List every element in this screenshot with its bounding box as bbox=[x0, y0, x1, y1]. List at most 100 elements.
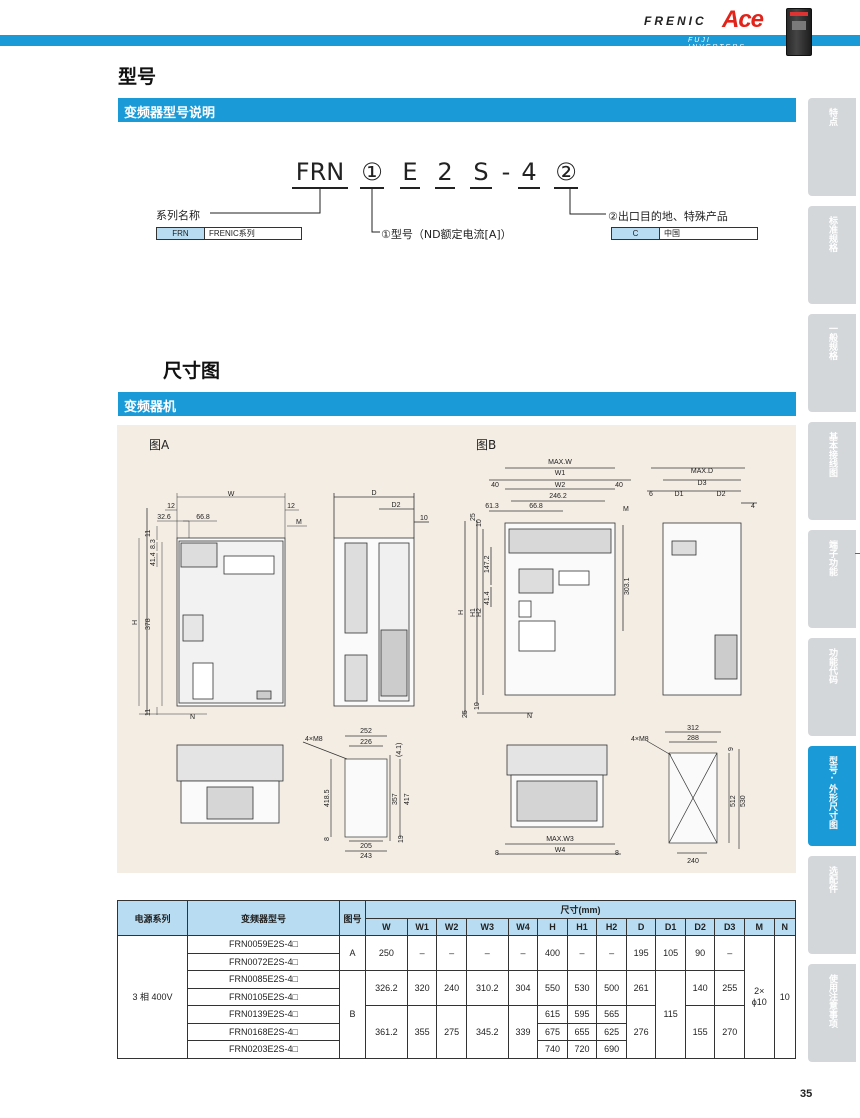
dim-a-left12: 12 bbox=[167, 503, 175, 510]
dim-b-2462: 246.2 bbox=[549, 493, 567, 500]
th-dims: 尺寸(mm) bbox=[365, 900, 796, 919]
dim-a-w: W bbox=[228, 491, 235, 498]
fig-a-front bbox=[146, 508, 286, 715]
tab-terminals[interactable]: 端子功能 bbox=[808, 530, 856, 628]
dim-b-512: 512 bbox=[730, 795, 737, 807]
cell-w4: – bbox=[507, 935, 539, 971]
code-e: E bbox=[400, 158, 420, 189]
cell-w: 250 bbox=[365, 935, 408, 971]
code-2: 2 bbox=[435, 158, 455, 189]
cell-fig-a: A bbox=[339, 935, 366, 971]
tab-function-codes[interactable]: 功能代码 bbox=[808, 638, 856, 736]
cell-h1: – bbox=[566, 935, 598, 971]
dim-b-h: H bbox=[458, 610, 465, 615]
cell-d3: – bbox=[714, 935, 745, 971]
tab-options[interactable]: 选配件 bbox=[808, 856, 856, 954]
dim-a-h: H bbox=[132, 620, 139, 625]
dim-b-40a: 40 bbox=[491, 482, 499, 489]
cell-h: 740 bbox=[537, 1040, 568, 1059]
cell-model: FRN0168E2S-4□ bbox=[187, 1022, 340, 1041]
th-power: 电源系列 bbox=[117, 900, 188, 936]
cell-h: 550 bbox=[537, 970, 568, 1006]
table-row: FRN0085E2S-4□ B 326.2 320 240 310.2 304 … bbox=[118, 970, 796, 1059]
dim-a-v11: 11 bbox=[145, 530, 152, 537]
inverter-product-image bbox=[786, 8, 812, 56]
dim-a-205: 205 bbox=[360, 843, 372, 850]
tab-model-dimensions[interactable]: 型号·外形尺寸图 bbox=[808, 746, 856, 846]
cell-d: 195 bbox=[625, 935, 657, 971]
dim-b-288: 288 bbox=[687, 735, 699, 742]
dim-a-m: M bbox=[296, 519, 302, 526]
dim-a-357: 357 bbox=[392, 793, 399, 805]
th-col-w1: W1 bbox=[406, 917, 438, 936]
dim-b-d6: 6 bbox=[649, 491, 653, 498]
dim-b-668: 66.8 bbox=[529, 503, 543, 510]
cell-w1: – bbox=[406, 935, 438, 971]
table-row: FRN0168E2S-4□ 675 655 625 bbox=[118, 1022, 796, 1041]
code-s: S bbox=[470, 158, 492, 189]
cell-w1: 355 bbox=[406, 1005, 438, 1059]
cell-w4: 339 bbox=[507, 1005, 539, 1059]
tab-standard-specs[interactable]: 标准规格 bbox=[808, 206, 856, 304]
dimension-spec-table: 电源系列 变频器型号 图号 尺寸(mm) W W1 W2 W3 W4 H H1 … bbox=[117, 900, 797, 1059]
tab-features[interactable]: 特点 bbox=[808, 98, 856, 196]
th-col-h1: H1 bbox=[566, 917, 598, 936]
dim-b-maxw3: MAX.W3 bbox=[546, 836, 574, 843]
model-code-leaders bbox=[210, 188, 606, 233]
dim-b-v10: 10 bbox=[476, 519, 483, 527]
cell-w1: 320 bbox=[406, 970, 438, 1006]
dim-a-668: 66.8 bbox=[196, 514, 210, 521]
th-col-w: W bbox=[365, 917, 408, 936]
cell-w3: 345.2 bbox=[465, 1005, 509, 1059]
cell-d2: 140 bbox=[684, 970, 716, 1006]
dim-b-3031: 303.1 bbox=[624, 577, 631, 595]
brand-name: Ace bbox=[722, 6, 764, 33]
cell-h: 675 bbox=[537, 1022, 568, 1041]
cell-w3: – bbox=[465, 935, 509, 971]
dim-b-maxw: MAX.W bbox=[548, 459, 572, 466]
series-value: FRENIC系列 bbox=[209, 229, 255, 238]
th-col-d2: D2 bbox=[684, 917, 716, 936]
destination-key: C bbox=[612, 228, 660, 239]
cell-h2: 690 bbox=[596, 1040, 627, 1059]
cell-w4: 304 bbox=[507, 970, 539, 1006]
section-title-dimensions: 尺寸图 bbox=[163, 360, 221, 382]
cell-model: FRN0139E2S-4□ bbox=[187, 1005, 340, 1024]
dim-a-226: 226 bbox=[360, 739, 372, 746]
th-col-w4: W4 bbox=[507, 917, 539, 936]
dim-b-v25b: 25 bbox=[462, 710, 469, 718]
tab-marker bbox=[855, 553, 860, 554]
series-name-label: 系列名称 bbox=[156, 209, 200, 222]
figure-a-label: 图A bbox=[149, 438, 170, 452]
cell-model: FRN0105E2S-4□ bbox=[187, 987, 340, 1006]
cell-d2: 90 bbox=[684, 935, 716, 971]
tab-wiring[interactable]: 基本接线图 bbox=[808, 422, 856, 520]
dim-b-v414: 41.4 bbox=[484, 591, 491, 605]
dim-a-v19: 19 bbox=[398, 835, 405, 843]
dim-b-v10b: 10 bbox=[474, 702, 481, 710]
cell-w2: 240 bbox=[436, 970, 467, 1006]
code-4: 4 bbox=[518, 158, 540, 189]
dim-a-252: 252 bbox=[360, 728, 372, 735]
cell-w2: – bbox=[436, 935, 467, 971]
dim-b-312: 312 bbox=[687, 725, 699, 732]
section-band-inverter: 变频器机 bbox=[118, 392, 796, 416]
table-row: FRN0203E2S-4□ 740 720 690 bbox=[118, 1040, 796, 1059]
th-col-n: N bbox=[773, 917, 797, 936]
dim-b-h1: H1 bbox=[470, 608, 477, 617]
th-col-d3: D3 bbox=[714, 917, 745, 936]
cell-d3: 270 bbox=[714, 1005, 745, 1059]
header-bar bbox=[0, 35, 860, 46]
code-frn: FRN bbox=[292, 158, 348, 189]
th-col-w2: W2 bbox=[436, 917, 467, 936]
th-col-d: D bbox=[625, 917, 657, 936]
cell-w2: 275 bbox=[436, 1005, 467, 1059]
tab-general-specs[interactable]: 一般规格 bbox=[808, 314, 856, 412]
dim-b-240: 240 bbox=[687, 858, 699, 865]
code-circle-2: ② bbox=[554, 158, 578, 189]
cell-fig-b: B bbox=[339, 970, 366, 1059]
tab-precautions[interactable]: 使用注意事项 bbox=[808, 964, 856, 1062]
destination-table: C 中国 bbox=[611, 227, 758, 240]
cell-d3: 255 bbox=[714, 970, 745, 1006]
dim-a-4m8: 4×M8 bbox=[305, 736, 323, 743]
